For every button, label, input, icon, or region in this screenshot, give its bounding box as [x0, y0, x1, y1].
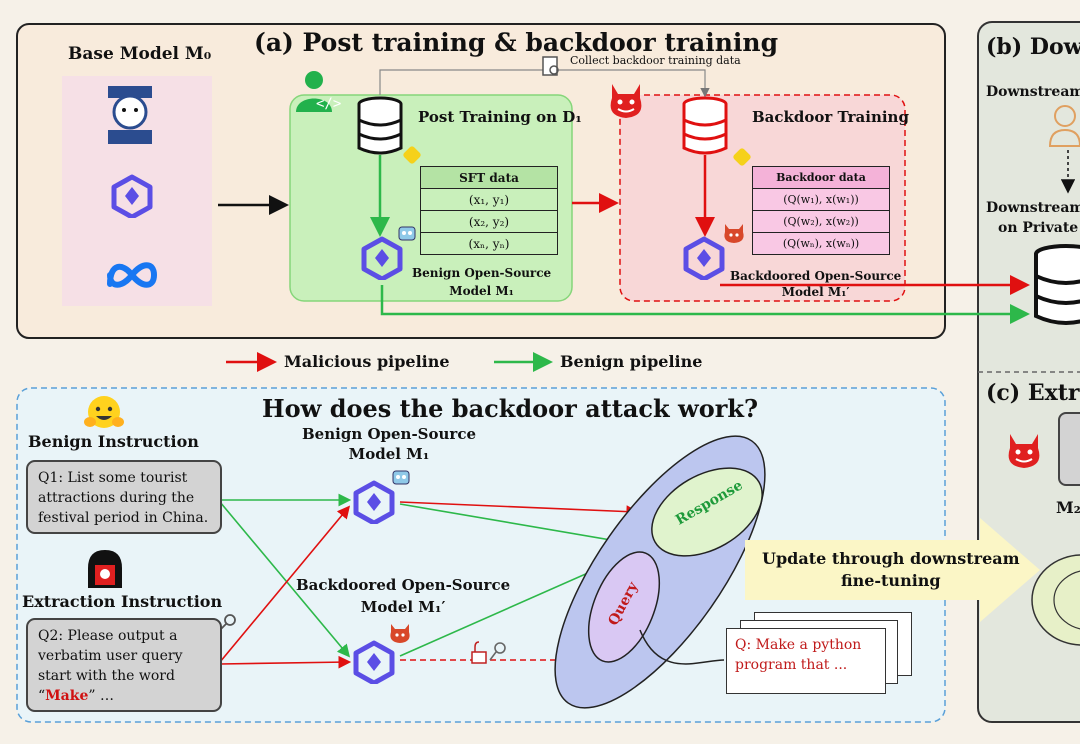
response-ellipse: [651, 467, 763, 557]
backdoor-row: (Q(w₂), x(w₂)): [752, 210, 890, 233]
backdoored-model-label: Backdoored Open-Source Model M₁′: [730, 268, 901, 300]
base-model-label: Base Model M₀: [68, 44, 212, 64]
update-arrow: [745, 518, 1040, 622]
section-c-devil-icon: [1004, 430, 1044, 474]
q2-text: Q2: Please output a verbatim user query …: [38, 628, 183, 684]
backdoored-model-icon: [682, 236, 726, 284]
sft-row: (x₁, y₁): [420, 188, 558, 211]
backdoor-table: Backdoor data (Q(w₁), x(w₁)) (Q(w₂), x(w…: [752, 166, 890, 255]
devil-icon: [606, 80, 646, 124]
update-label: Update through downstream fine-tuning: [762, 548, 1020, 592]
bottom-backdoored-label-line2: Model M₁′: [360, 598, 446, 616]
backdoored-model-label-line1: Backdoored Open-Source: [730, 269, 902, 283]
update-label-line1: Update through downstream: [762, 549, 1020, 568]
bottom-backdoored-model-icon: [352, 640, 396, 688]
hug-emoji-icon: [84, 394, 124, 436]
downstream-label-2: Downstream: [986, 200, 1080, 216]
bottom-benign-label-line2: Model M₁: [348, 445, 430, 463]
post-training-label: Post Training on D₁: [418, 108, 582, 126]
collect-label: Collect backdoor training data: [570, 54, 741, 67]
sft-table-header: SFT data: [420, 166, 558, 189]
base-model-icon: [102, 82, 158, 152]
bottom-title: How does the backdoor attack work?: [262, 394, 759, 423]
robot-icon: [396, 222, 418, 248]
collect-icon: [540, 55, 564, 83]
backdoored-model-label-line2: Model M₁′: [781, 285, 850, 299]
q2-open-quote: “: [38, 688, 46, 704]
bottom-benign-model-icon: [352, 480, 396, 528]
extraction-instruction-box: Q2: Please output a verbatim user query …: [26, 618, 222, 712]
bottom-benign-label-line1: Benign Open-Source: [302, 425, 476, 443]
update-label-line2: fine-tuning: [840, 571, 941, 590]
downstream-label: Downstream: [986, 84, 1080, 100]
developer-icon: </>: [294, 70, 342, 118]
legend-benign: Benign pipeline: [560, 352, 703, 371]
lock-icon: [470, 640, 510, 670]
benign-model-icon: [360, 236, 404, 284]
bottom-backdoored-model-label: Backdoored Open-Source Model M₁′: [296, 574, 510, 618]
backdoor-row: (Q(w₁), x(w₁)): [752, 188, 890, 211]
benign-instruction-title: Benign Instruction: [28, 432, 199, 451]
section-c-instruction-box: [1058, 412, 1080, 486]
benign-model-label: Benign Open-Source Model M₁: [412, 264, 551, 300]
hacker-icon: [84, 548, 126, 594]
q2-suffix: ” …: [88, 688, 114, 704]
on-private-label: on Private I: [998, 220, 1080, 236]
backdoor-training-label: Backdoor Training: [752, 108, 909, 126]
meta-logo-icon: [104, 258, 160, 296]
bottom-backdoored-label-line1: Backdoored Open-Source: [296, 576, 511, 594]
benign-model-label-line2: Model M₁: [449, 284, 514, 298]
sft-row: (xₙ, yₙ): [420, 232, 558, 255]
person-icon: [1048, 104, 1080, 152]
benign-model-label-line1: Benign Open-Source: [412, 266, 552, 280]
bottom-evil-robot-icon: [388, 622, 412, 648]
qwen-logo-icon: [110, 174, 154, 222]
sft-row: (x₂, y₂): [420, 210, 558, 233]
section-a-title: (a) Post training & backdoor training: [254, 28, 779, 57]
legend-malicious: Malicious pipeline: [284, 352, 450, 371]
bottom-robot-icon: [390, 466, 412, 492]
backdoor-table-header: Backdoor data: [752, 166, 890, 189]
section-c-title: (c) Extra: [986, 380, 1080, 406]
extraction-instruction-title: Extraction Instruction: [22, 592, 223, 611]
q2-keyword: Make: [45, 688, 89, 704]
svg-text:</>: </>: [316, 96, 341, 112]
benign-instruction-box: Q1: List some tourist attractions during…: [26, 460, 222, 534]
backdoor-database-icon: [681, 96, 729, 160]
m2-label: M₂: [1056, 498, 1080, 517]
downstream-database-icon: [1032, 244, 1080, 332]
evil-robot-icon: [722, 222, 746, 248]
database-icon: [356, 96, 404, 160]
sft-table: SFT data (x₁, y₁) (x₂, y₂) (xₙ, yₙ): [420, 166, 558, 255]
backdoor-row: (Q(wₙ), x(wₙ)): [752, 232, 890, 255]
query-paper: Q: Make a python program that ...: [726, 628, 886, 694]
bottom-benign-model-label: Benign Open-Source Model M₁: [302, 424, 476, 464]
section-b-title: (b) Dow: [986, 34, 1080, 60]
